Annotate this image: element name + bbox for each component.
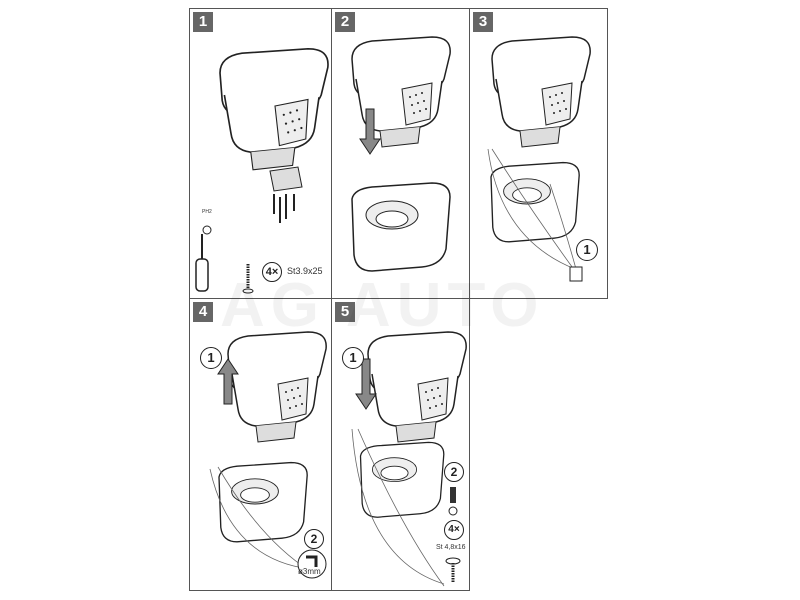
armrest-insert-illustration [351,36,451,272]
step-number: 5 [335,302,355,322]
step-number: 3 [473,12,493,32]
step-number: 4 [193,302,213,322]
sub-step-badge-1: 1 [342,347,364,369]
tool-icon [569,266,583,282]
sub-step-badge: 1 [576,239,598,261]
step-2-panel: 2 [331,8,470,299]
mounting-bracket [269,166,303,192]
down-arrow-icon [359,108,381,155]
sub-step-badge-2: 2 [444,462,464,482]
sub-step-badge-2: 2 [304,529,324,549]
screwdriver-icon [195,234,209,292]
down-arrow-icon [355,358,377,410]
screw-spec: St3.9x25 [287,266,323,276]
step-1-panel: 1 PH2 4× St3.9x25 [189,8,332,299]
screw-spec: St 4,8x16 [436,544,466,551]
sub-step-badge-1: 1 [200,347,222,369]
step-number: 2 [335,12,355,32]
drill-detail-icon [297,549,327,579]
drill-size: ø3mm [298,567,321,576]
up-arrow-icon [217,358,239,405]
screw-icon [242,264,254,294]
step-3-panel: 3 1 [469,8,608,299]
screw-icon [445,557,461,582]
armrest-assembled-illustration [195,47,329,294]
step-number: 1 [193,12,213,32]
quantity-badge: 4× [262,262,282,282]
screws-icon [273,194,295,223]
armrest-removal-illustration [209,331,327,579]
phillips-bit-icon [202,225,212,235]
step-5-panel: 5 1 2 4× St 4,8x16 [331,298,470,591]
bit-label: PH2 [202,209,212,215]
step-4-panel: 4 1 2 ø3mm [189,298,332,591]
watermark: AG AUTO [220,271,545,340]
quantity-badge: 4× [444,520,464,540]
armrest-final-mount-illustration [351,331,467,587]
phillips-icon [448,506,458,516]
armrest-fitting-illustration [487,36,591,282]
screwdriver-bit-icon [450,487,456,503]
